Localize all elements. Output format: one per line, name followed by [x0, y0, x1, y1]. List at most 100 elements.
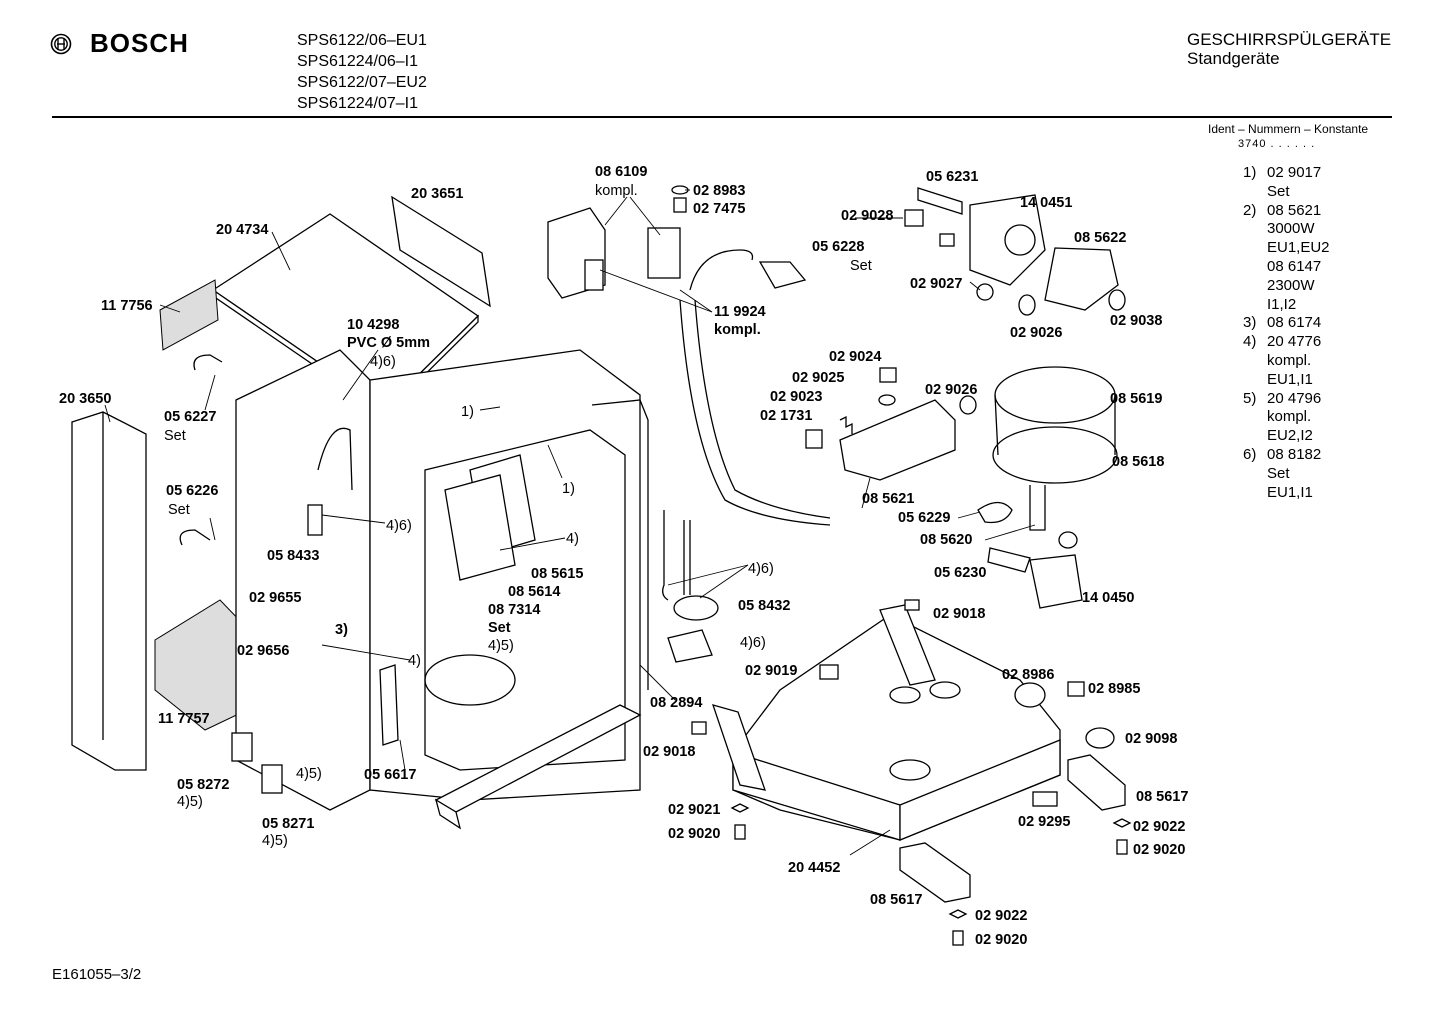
- part-label: 02 9295: [1018, 814, 1070, 830]
- part-label: 20 4734: [216, 222, 268, 238]
- part-label: 02 9021: [668, 802, 720, 818]
- footnote-item: 1) 02 9017 Set: [1243, 164, 1330, 202]
- sump-outlet: [1029, 485, 1046, 531]
- footnote-line: EU1,EU2: [1267, 239, 1330, 257]
- leader-line: [547, 444, 563, 479]
- sump-side-lines: [994, 394, 1116, 456]
- footnote-item: 4) 20 4776 kompl. EU1,I1: [1243, 333, 1330, 389]
- leader-line: [639, 664, 676, 701]
- note-ref: 1): [461, 404, 474, 420]
- part-label: 02 9038: [1110, 313, 1162, 329]
- part-label: 05 6230: [934, 565, 986, 581]
- footnote-item: 3) 08 6174: [1243, 314, 1330, 333]
- valve-shape: [261, 764, 283, 794]
- hose-shape: [179, 529, 211, 546]
- dispenser-panel-shape: [444, 474, 516, 581]
- leader-line: [271, 231, 291, 271]
- note-ref: 4)6): [370, 354, 396, 370]
- base-foot-mount: [929, 681, 961, 699]
- part-label: 02 9022: [975, 908, 1027, 924]
- footnote-item: 5) 20 4796 kompl. EU2,I2: [1243, 390, 1330, 446]
- part-label: Set: [488, 620, 511, 636]
- leader-line: [604, 196, 628, 226]
- footnote-line: 3000W: [1267, 220, 1315, 238]
- document-id: E161055–3/2: [52, 966, 142, 983]
- hinge-bracket-shape: [159, 279, 219, 351]
- leader-line: [321, 514, 386, 524]
- base-frame-group: [691, 599, 1132, 946]
- part-label: 08 5614: [508, 584, 560, 600]
- side-panel-shape: [71, 411, 147, 771]
- cabinet-side-wall: [235, 349, 371, 811]
- screw-shape: [673, 197, 687, 213]
- footnote-line: 08 6174: [1267, 314, 1322, 332]
- footnote-index: 2): [1243, 201, 1257, 219]
- part-label: kompl.: [595, 183, 638, 199]
- lever-shape: [379, 664, 399, 746]
- note-ref: 4)6): [386, 518, 412, 534]
- elbow-hose-shape: [977, 501, 1013, 524]
- leader-line: [699, 564, 749, 599]
- ident-title: Ident – Nummern – Konstante: [1208, 122, 1369, 136]
- ident-number: 3740 . . . . . .: [1238, 138, 1316, 150]
- part-label: 02 9656: [237, 643, 289, 659]
- leader-line: [499, 537, 566, 551]
- valve-block-shape: [647, 227, 681, 279]
- switch-shape: [904, 209, 924, 227]
- part-label: 08 5620: [920, 532, 972, 548]
- pump-housing-shape: [969, 194, 1046, 286]
- part-label: 11 7756: [101, 298, 153, 314]
- o-ring-shape: [1058, 531, 1078, 549]
- part-label: 05 8432: [738, 598, 790, 614]
- header-divider: [52, 116, 1392, 118]
- screw-shape: [734, 824, 746, 840]
- spring-shape: [839, 415, 853, 434]
- part-label: 02 1731: [760, 408, 812, 424]
- category-subtitle: Standgeräte: [1187, 49, 1280, 68]
- drain-pump-shape: [1029, 554, 1083, 609]
- part-label: 02 9024: [829, 349, 881, 365]
- note-ref: 4)5): [177, 794, 203, 810]
- part-label: 02 9026: [925, 382, 977, 398]
- footnote-line: kompl.: [1267, 408, 1312, 426]
- note-ref: 4)5): [262, 833, 288, 849]
- leader-line: [479, 406, 501, 411]
- adjustable-foot-shape: [899, 842, 971, 903]
- screw-shape: [952, 930, 964, 946]
- note-ref: 4)6): [748, 561, 774, 577]
- part-label: 05 8433: [267, 548, 319, 564]
- motor-shape: [1044, 247, 1119, 311]
- part-label: 05 8271: [262, 816, 314, 832]
- part-label: 02 9020: [975, 932, 1027, 948]
- leader-line: [667, 564, 749, 586]
- leader-line: [209, 517, 216, 541]
- inlet-hose-shape: [689, 249, 754, 291]
- pressure-switch-shape: [673, 595, 719, 621]
- part-label: 02 9023: [770, 389, 822, 405]
- footnote-line: EU1,I1: [1267, 370, 1313, 388]
- part-label: 08 2894: [650, 695, 702, 711]
- part-label: 05 8272: [177, 777, 229, 793]
- footnote-legend: 1) 02 9017 Set 2) 08 5621 3000W EU1,EU2 …: [1243, 164, 1330, 502]
- footnote-line: EU2,I2: [1267, 427, 1313, 445]
- part-label: 20 4452: [788, 860, 840, 876]
- leader-line: [321, 644, 411, 661]
- part-label: 02 9022: [1133, 819, 1185, 835]
- part-label: 02 8986: [1002, 667, 1054, 683]
- part-label: kompl.: [714, 322, 761, 338]
- footnote-line: EU1,I1: [1267, 483, 1313, 501]
- footnote-index: 4): [1243, 333, 1257, 351]
- drain-hose-shape: [679, 299, 831, 526]
- part-label: 02 9028: [841, 208, 893, 224]
- part-label: Set: [168, 502, 190, 518]
- hose-shape: [193, 354, 223, 371]
- part-labels: 20 3651 20 4734 11 7756 10 4298 PVC Ø 5m…: [59, 164, 1188, 948]
- note-ref: 4)5): [296, 766, 322, 782]
- pump-port: [1004, 224, 1036, 256]
- leader-line: [969, 281, 981, 291]
- valve-shape: [231, 732, 253, 762]
- part-label: 20 3651: [411, 186, 463, 202]
- clip-shape: [904, 599, 920, 611]
- clip-shape: [1032, 791, 1058, 807]
